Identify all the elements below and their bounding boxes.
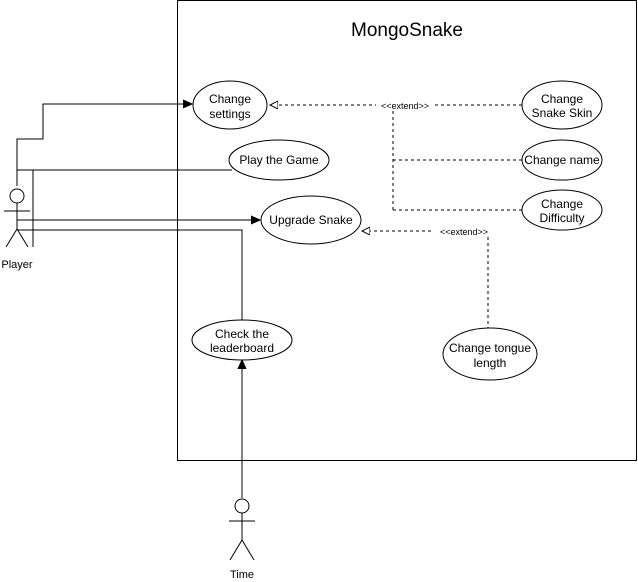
usecase-change-name[interactable]: Change name — [521, 139, 603, 181]
association-player-change-settings — [16, 104, 192, 186]
actor-player-label: Player — [1, 259, 33, 271]
usecase-upgrade-snake[interactable]: Upgrade Snake — [260, 195, 362, 245]
usecase-label: Change — [209, 92, 251, 106]
usecase-label: Upgrade Snake — [269, 213, 353, 227]
usecase-label: Snake Skin — [532, 106, 593, 120]
usecase-label: length — [474, 356, 507, 370]
stick-figure-icon — [4, 188, 30, 248]
extend-label-bg-2 — [434, 225, 494, 237]
extend-label-upgrade: <<extend>> — [440, 227, 488, 237]
actor-time: Time — [229, 498, 255, 581]
usecase-label: Change tongue — [449, 341, 531, 355]
usecase-check-leaderboard[interactable]: Check the leaderboard — [191, 319, 293, 361]
usecase-label: Change — [541, 92, 583, 106]
extend-label-settings: <<extend>> — [381, 101, 429, 111]
usecase-change-difficulty[interactable]: Change Difficulty — [521, 189, 603, 231]
association-player-check-leaderboard — [17, 229, 243, 324]
association-player-play-game — [16, 169, 232, 186]
usecase-label: settings — [209, 107, 250, 121]
usecase-label: Play the Game — [239, 153, 319, 167]
usecase-change-tongue-length[interactable]: Change tongue length — [442, 327, 538, 381]
actor-player: Player — [1, 188, 33, 271]
usecase-play-game[interactable]: Play the Game — [228, 139, 330, 181]
usecase-label: Change name — [524, 153, 600, 167]
usecase-change-snake-skin[interactable]: Change Snake Skin — [521, 80, 603, 130]
stick-figure-icon — [229, 498, 255, 561]
actor-time-label: Time — [230, 569, 254, 581]
extend-label-bg — [376, 99, 434, 111]
usecase-label: Difficulty — [539, 211, 584, 225]
usecase-label: leaderboard — [210, 341, 274, 355]
usecase-label: Change — [541, 197, 583, 211]
usecase-label: Check the — [215, 327, 269, 341]
system-title: MongoSnake — [351, 20, 463, 41]
usecase-change-settings[interactable]: Change settings — [192, 80, 268, 130]
